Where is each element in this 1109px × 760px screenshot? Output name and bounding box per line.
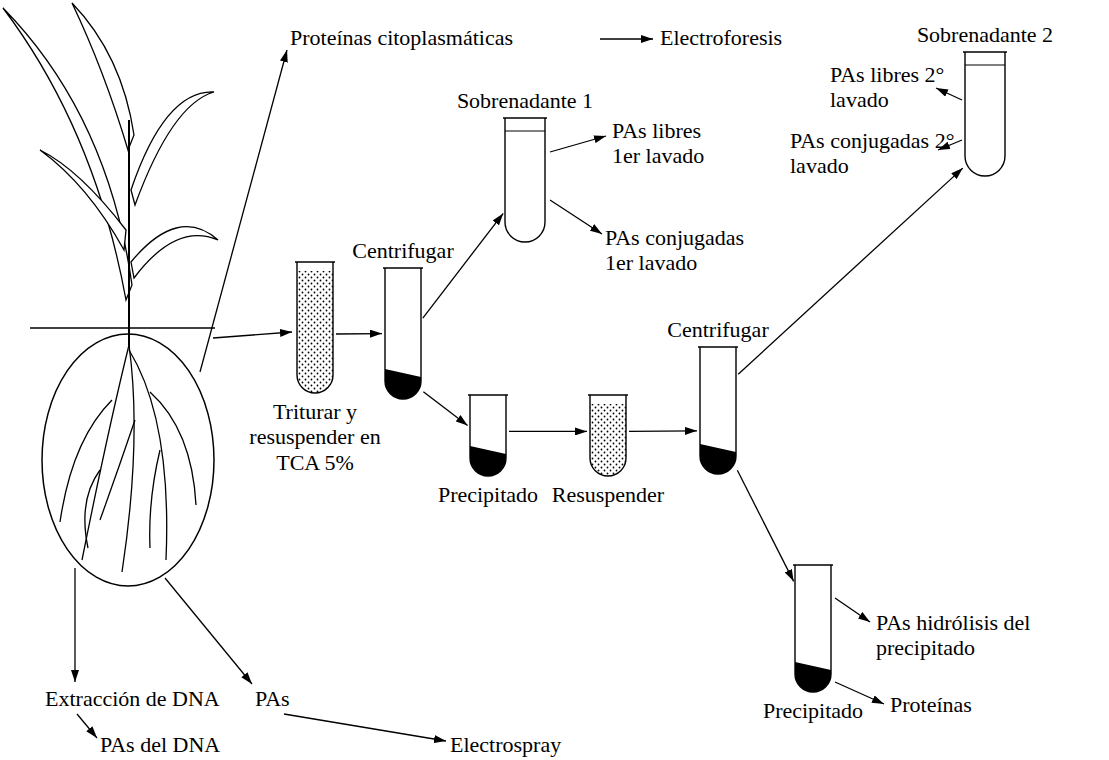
liquid-level <box>505 130 545 131</box>
tube-wall <box>590 395 626 476</box>
tube-wall <box>505 118 545 242</box>
plant-roots <box>60 345 196 572</box>
tube-label: Precipitado <box>438 482 538 507</box>
tube-label: Precipitado <box>763 698 863 723</box>
process-arrow <box>423 213 503 318</box>
tube-wall <box>297 262 333 393</box>
test-tube: Precipitado <box>763 564 864 723</box>
tube-rim <box>963 51 1007 52</box>
product-label: Electroforesis <box>660 25 782 50</box>
tube-label: Resuspender <box>552 482 664 507</box>
process-arrow <box>738 168 963 374</box>
root-oval <box>42 334 214 586</box>
suspension-fill <box>590 404 626 476</box>
tube-rim <box>383 267 423 268</box>
process-arrow <box>737 470 793 581</box>
tube-rim <box>468 394 508 395</box>
tube-wall <box>470 395 506 476</box>
tube-label: Sobrenadante 2 <box>917 22 1053 47</box>
suspension-fill <box>297 271 333 393</box>
tube-wall <box>700 347 736 474</box>
process-arrow <box>423 392 467 426</box>
tube-outline <box>963 51 1007 178</box>
test-tube: Sobrenadante 1 <box>457 88 594 244</box>
tube-label: Centrifugar <box>667 317 768 342</box>
liquid-level <box>965 64 1005 65</box>
test-tube: Sobrenadante 2 <box>917 22 1054 178</box>
product-label: PAs del DNA <box>100 732 220 757</box>
product-label: Electrospray <box>450 732 561 757</box>
tube-outline <box>503 117 547 244</box>
tube-label: Sobrenadante 1 <box>457 88 593 113</box>
test-tube: Centrifugar <box>667 317 769 476</box>
tube-wall <box>385 268 421 399</box>
product-label: Proteínas <box>890 692 972 717</box>
tube-label: Triturar y resuspender en TCA 5% <box>249 399 381 475</box>
tube-rim <box>503 117 547 118</box>
tube-rim <box>793 564 833 565</box>
product-label: PAs conjugadas 1er lavado <box>605 225 773 276</box>
product-label: PAs libres 2° lavado <box>830 62 952 113</box>
tube-outline <box>383 267 423 401</box>
test-tube: Precipitado <box>438 394 539 507</box>
test-tube: Resuspender <box>552 394 665 507</box>
process-arrow <box>629 430 697 432</box>
test-tube: Centrifugar <box>352 238 454 401</box>
product-label: PAs conjugadas 2° lavado <box>790 128 958 179</box>
process-arrow <box>509 431 587 432</box>
tube-rim <box>588 394 628 395</box>
tube-rim <box>698 346 738 347</box>
tube-label: Centrifugar <box>352 238 453 263</box>
tube-outline <box>793 564 833 694</box>
tube-rim <box>295 261 335 262</box>
tube-outline <box>468 394 508 478</box>
product-label: Extracción de DNA <box>45 686 220 711</box>
tube-wall <box>795 565 831 692</box>
ground-line <box>30 327 215 329</box>
product-label: PAs libres 1er lavado <box>612 118 734 169</box>
tube-outline <box>698 346 738 476</box>
test-tube: Triturar y resuspender en TCA 5% <box>249 261 381 475</box>
product-label: Proteínas citoplasmáticas <box>290 25 513 50</box>
tube-outline <box>588 394 628 478</box>
plant-leaves <box>3 3 218 300</box>
process-arrow <box>336 333 382 335</box>
tube-outline <box>295 261 335 395</box>
product-label: PAs hidrólisis del precipitado <box>876 610 1044 661</box>
plant-stem <box>128 120 130 348</box>
product-label: PAs <box>255 686 290 711</box>
tube-wall <box>965 52 1005 176</box>
leader-arrows <box>75 39 962 741</box>
